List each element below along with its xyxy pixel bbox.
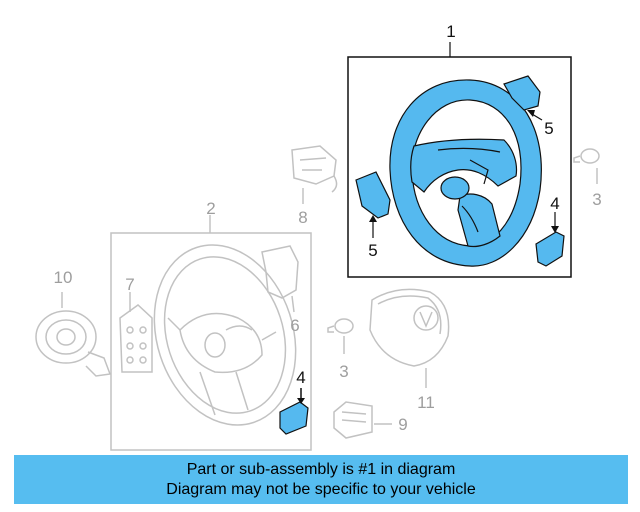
callout-1: 1 <box>446 22 456 41</box>
part-6-cover-faded <box>261 245 299 299</box>
part-3-bolt-mid-faded <box>327 318 354 354</box>
callout-5-left: 5 <box>368 241 378 260</box>
callout-3-top: 3 <box>592 190 602 209</box>
info-banner: Part or sub-assembly is #1 in diagram Di… <box>14 455 628 504</box>
callout-9: 9 <box>398 415 408 434</box>
part-4-left-highlight <box>279 401 309 435</box>
leader-5-top <box>531 113 543 121</box>
callout-10: 10 <box>53 268 73 287</box>
callout-3-mid: 3 <box>339 362 349 381</box>
callout-8: 8 <box>298 208 308 227</box>
part-9-switch-faded <box>333 401 392 439</box>
part-11-airbag-faded <box>369 288 450 388</box>
callout-4-right: 4 <box>550 194 560 213</box>
part-5-top-highlight <box>503 75 541 111</box>
arrow-5-top <box>527 110 535 117</box>
arrow-4-right <box>551 226 559 233</box>
part-3-bolt-top-faded <box>573 148 600 184</box>
parts-diagram <box>35 42 600 451</box>
callout-4-left: 4 <box>296 368 306 387</box>
assembly-2-group <box>110 215 312 451</box>
part-10-clockspring-faded <box>35 292 112 377</box>
arrow-4-left <box>297 398 305 404</box>
steering-wheel-highlight <box>389 79 542 267</box>
part-5-left-highlight <box>355 171 391 219</box>
assembly-2-box <box>110 232 312 451</box>
part-8-connector-faded <box>291 145 338 204</box>
assembly-1-group <box>347 42 572 278</box>
banner-line-1: Part or sub-assembly is #1 in diagram <box>186 461 456 478</box>
steering-wheel-faded <box>153 244 297 426</box>
leader-6 <box>291 295 295 313</box>
callout-6: 6 <box>290 316 300 335</box>
part-4-right-highlight <box>535 231 565 267</box>
assembly-1-box <box>347 56 572 278</box>
callout-5-top: 5 <box>544 119 554 138</box>
callout-2: 2 <box>206 199 216 218</box>
part-7-switch-faded <box>119 292 153 373</box>
callout-7: 7 <box>125 275 135 294</box>
banner-line-2: Diagram may not be specific to your vehi… <box>166 481 476 498</box>
callout-11: 11 <box>417 393 435 412</box>
arrow-5-left <box>369 215 377 222</box>
